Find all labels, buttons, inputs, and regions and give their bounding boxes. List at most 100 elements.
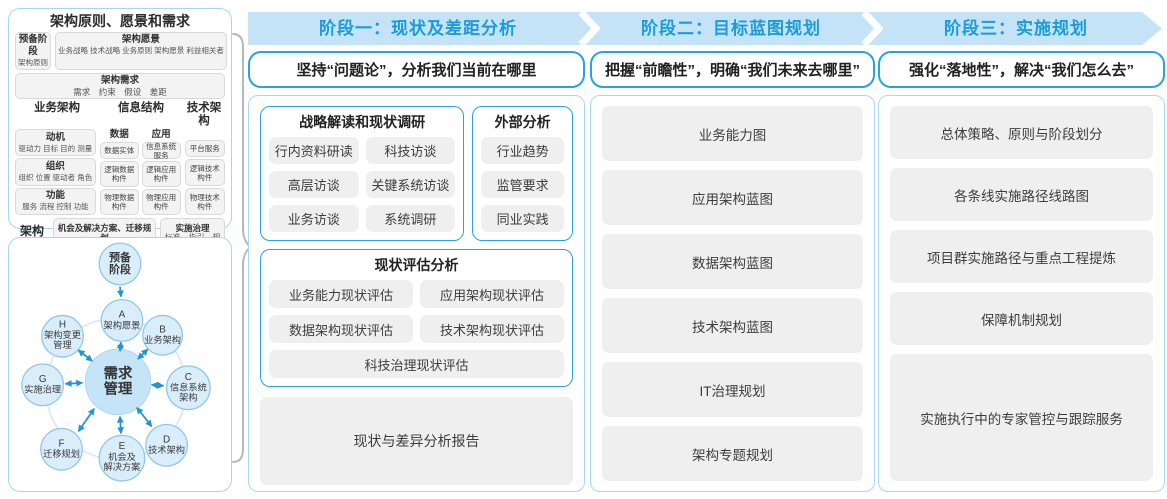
stage-item: 科技治理现状评估 — [269, 350, 564, 378]
stage-item: 各条线实施路径线路图 — [890, 168, 1153, 221]
prep-vision-row: 预备阶段 架构原则 架构愿景 业务战略 技术战略 业务原则 架构愿景 利益相关者 — [15, 32, 227, 70]
phase1-top-row: 战略解读和现状调研 行内资料研读 科技访谈 高层访谈 关键系统访谈 业务访谈 系… — [260, 106, 573, 241]
stage-item: 监管要求 — [481, 171, 564, 198]
stage-item: 技术架构蓝图 — [602, 298, 863, 353]
business-arch-column: 动机 驱动力 目标 目的 测量 组织 组织 位置 驱动者 角色 功能 服务 流程… — [15, 129, 96, 215]
stage-item: 高层访谈 — [269, 171, 359, 198]
arrow-c-center — [150, 381, 165, 389]
chevron-separator-icon — [861, 12, 883, 45]
stage-item: 保障机制规划 — [890, 292, 1153, 345]
motivation-box: 动机 驱动力 目标 目的 测量 — [15, 129, 96, 157]
phase1-subtitle: 坚持“问题论”，分析我们当前在哪里 — [248, 51, 585, 88]
stage-item: IT治理规划 — [602, 362, 863, 417]
phase1-header: 阶段一：现状及差距分析 — [319, 19, 517, 38]
platform-service-cell: 平台服务 — [184, 140, 225, 157]
logical-tech-cell: 逻辑技术构件 — [184, 159, 225, 186]
information-structure-header: 信息结构 — [118, 102, 164, 114]
arrow-b-center — [137, 348, 149, 360]
arrow-f-center — [77, 407, 95, 433]
arrow-prep-to-a — [116, 286, 124, 298]
stage-item: 业务能力图 — [602, 106, 863, 161]
adm-arrows — [64, 286, 165, 435]
stage-item: 应用架构蓝图 — [602, 170, 863, 225]
adm-node-e — [98, 434, 146, 482]
information-structure-column: 数据 数据实体 逻辑数据构件 物理数据构件 应用 信息系统服务 逻辑应用构件 物… — [99, 129, 181, 215]
application-subcolumn: 应用 信息系统服务 逻辑应用构件 物理应用构件 — [141, 129, 181, 215]
stage-item: 业务能力现状评估 — [269, 280, 413, 308]
section-headers: 业务架构 信息结构 技术架构 — [15, 102, 225, 128]
requirement-sub: 需求 约束 假设 差距 — [73, 87, 167, 97]
adm-node-b — [142, 314, 184, 356]
architecture-columns: 动机 驱动力 目标 目的 测量 组织 组织 位置 驱动者 角色 功能 服务 流程… — [15, 129, 225, 215]
prep-phase-sub: 架构原则 — [18, 58, 48, 67]
panel-title: 架构原则、愿景和需求 — [50, 13, 190, 29]
logical-data-cell: 逻辑数据构件 — [99, 161, 139, 187]
stage-item: 实施执行中的专家管控与跟踪服务 — [890, 354, 1153, 481]
phase-header-band — [248, 12, 1162, 45]
phase2-subtitle: 把握“前瞻性”，明确“我们未来去哪里” — [590, 51, 875, 88]
phase2-header: 阶段二：目标蓝图规划 — [641, 19, 821, 38]
architecture-principles-panel: 架构原则、愿景和需求 预备阶段 架构原则 架构愿景 业务战略 技术战略 业务原则… — [8, 8, 232, 258]
logical-app-cell: 逻辑应用构件 — [141, 161, 181, 187]
stage-item: 数据架构现状评估 — [269, 315, 413, 343]
stage-item: 架构专题规划 — [602, 426, 863, 481]
stage-item: 行内资料研读 — [269, 137, 359, 164]
physical-app-cell: 物理应用构件 — [141, 189, 181, 215]
requirement-title: 架构需求 — [100, 75, 139, 86]
stage-item: 总体策略、原则与阶段划分 — [890, 106, 1153, 159]
physical-tech-cell: 物理技术构件 — [184, 188, 225, 215]
vision-sub: 业务战略 技术战略 业务原则 架构愿景 利益相关者 — [58, 46, 224, 55]
function-box: 功能 服务 流程 控制 功能 — [15, 187, 96, 215]
group-title: 战略解读和现状调研 — [299, 114, 426, 130]
arrow-a-center — [116, 341, 125, 352]
stage-item: 应用架构现状评估 — [420, 280, 564, 308]
info-system-service-cell: 信息系统服务 — [141, 142, 181, 160]
technology-arch-header: 技术架构 — [186, 102, 222, 127]
external-analysis-group: 外部分析 行业趋势 监管要求 同业实践 — [472, 106, 573, 241]
adm-node-prep — [98, 242, 142, 286]
technology-arch-column: 平台服务 逻辑技术构件 物理技术构件 — [184, 129, 225, 215]
adm-node-f — [40, 427, 83, 471]
adm-circles — [21, 242, 211, 482]
organization-box: 组织 组织 位置 驱动者 角色 — [15, 158, 96, 186]
adm-node-c — [165, 365, 211, 411]
group-title: 现状评估分析 — [374, 257, 459, 273]
business-arch-header: 业务架构 — [34, 102, 80, 114]
data-entity-cell: 数据实体 — [99, 142, 139, 159]
prep-phase-title: 预备阶段 — [18, 34, 48, 57]
center-label: 需求管理 — [104, 364, 133, 398]
stage-item: 同业实践 — [481, 205, 564, 232]
gap-analysis-report-box: 现状与差异分析报告 — [260, 397, 573, 485]
phase2-column: 业务能力图 应用架构蓝图 数据架构蓝图 技术架构蓝图 IT治理规划 架构专题规划 — [590, 95, 875, 492]
group-title: 外部分析 — [494, 114, 551, 130]
stage-item: 业务访谈 — [269, 205, 359, 232]
chevron-separator-icon — [578, 12, 600, 45]
arrow-d-center — [136, 406, 153, 428]
physical-data-cell: 物理数据构件 — [99, 189, 139, 215]
architecture-vision-box: 架构愿景 业务战略 技术战略 业务原则 架构愿景 利益相关者 — [55, 32, 227, 70]
stage-item: 科技访谈 — [365, 137, 456, 164]
phase3-subtitle: 强化“落地性”，解决“我们怎么去” — [878, 51, 1165, 88]
architecture-requirement-box: 架构需求 需求 约束 假设 差距 — [15, 73, 225, 99]
phase3-column: 总体策略、原则与阶段划分 各条线实施路径线路图 项目群实施路径与重点工程提炼 保… — [878, 95, 1165, 492]
arrow-g-center — [64, 379, 84, 387]
data-subcolumn: 数据 数据实体 逻辑数据构件 物理数据构件 — [99, 129, 139, 215]
assessment-analysis-group: 现状评估分析 业务能力现状评估 应用架构现状评估 数据架构现状评估 技术架构现状… — [260, 249, 573, 387]
adm-node-a — [100, 298, 144, 342]
phase1-column: 战略解读和现状调研 行内资料研读 科技访谈 高层访谈 关键系统访谈 业务访谈 系… — [248, 95, 585, 492]
stage-item: 关键系统访谈 — [365, 171, 456, 198]
arrow-h-center — [77, 349, 93, 362]
adm-node-d — [145, 423, 189, 467]
phase3-header: 阶段三：实施规划 — [944, 19, 1088, 38]
spacer — [185, 129, 225, 138]
adm-node-h — [41, 314, 84, 358]
